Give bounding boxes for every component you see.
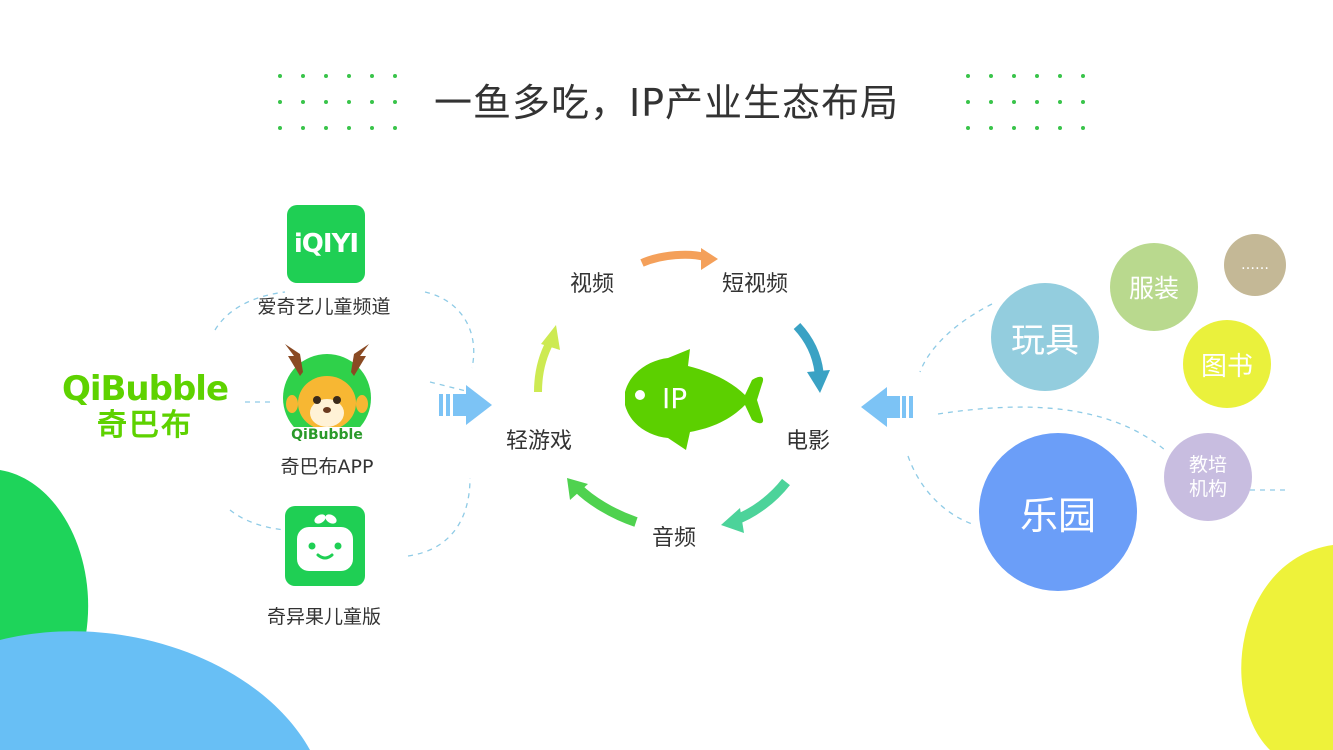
- right-dashed-connectors: [907, 303, 1285, 526]
- cycle-node-movie: 电影: [786, 429, 831, 454]
- bubble-books: 图书: [1183, 320, 1271, 408]
- qibubble-app-wordmark: QiBubble: [288, 427, 366, 443]
- bubble-more: ……: [1224, 234, 1286, 296]
- cycle-node-audio: 音频: [652, 526, 697, 551]
- bubble-education: 教培机构: [1164, 433, 1252, 521]
- page-title: 一鱼多吃，IP产业生态布局: [433, 81, 900, 125]
- brand-name: 奇巴布: [97, 408, 193, 443]
- bubble-park: 乐园: [979, 433, 1137, 591]
- brand-logo-text: QiBubble: [61, 369, 229, 409]
- deer-mascot-icon: [283, 344, 371, 442]
- left-dashed-connectors: [214, 291, 475, 557]
- bubble-toys: 玩具: [991, 283, 1099, 391]
- bubble-more-label: ……: [1241, 257, 1269, 273]
- cycle-node-light-game: 轻游戏: [506, 429, 573, 454]
- iqiyi-logo-text: iQIYI: [293, 229, 359, 259]
- qibubble-brand-logo: QiBubble 奇巴布: [60, 372, 230, 446]
- title-dot-grid-right: [966, 74, 1085, 130]
- left-blue-arrow: [439, 385, 492, 425]
- app-label-qibubble: 奇巴布APP: [280, 456, 374, 478]
- bubble-toys-label: 玩具: [1011, 320, 1079, 361]
- yellow-corner-blob: [1241, 545, 1333, 750]
- bubble-clothing-label: 服装: [1128, 274, 1179, 303]
- fish-center-label: IP: [662, 382, 688, 415]
- bubble-education-label: 教培机构: [1188, 454, 1227, 500]
- bubble-books-label: 图书: [1200, 351, 1253, 382]
- app-label-kiwi-kids: 奇异果儿童版: [266, 606, 382, 628]
- blue-corner-blob: [0, 631, 310, 750]
- cycle-node-video: 视频: [570, 272, 615, 297]
- title-dot-grid-left: [278, 74, 397, 130]
- iqiyi-app-tile[interactable]: iQIYI: [287, 205, 365, 283]
- kiwi-face-icon: [297, 514, 353, 571]
- app-label-iqiyi-kids: 爱奇艺儿童频道: [257, 296, 391, 318]
- right-blue-arrow: [861, 387, 913, 427]
- cycle-arrows: [534, 248, 830, 533]
- bubble-clothing: 服装: [1110, 243, 1198, 331]
- fish-icon: [625, 349, 764, 450]
- bubble-park-label: 乐园: [1019, 493, 1096, 538]
- cycle-node-short-video: 短视频: [722, 272, 789, 297]
